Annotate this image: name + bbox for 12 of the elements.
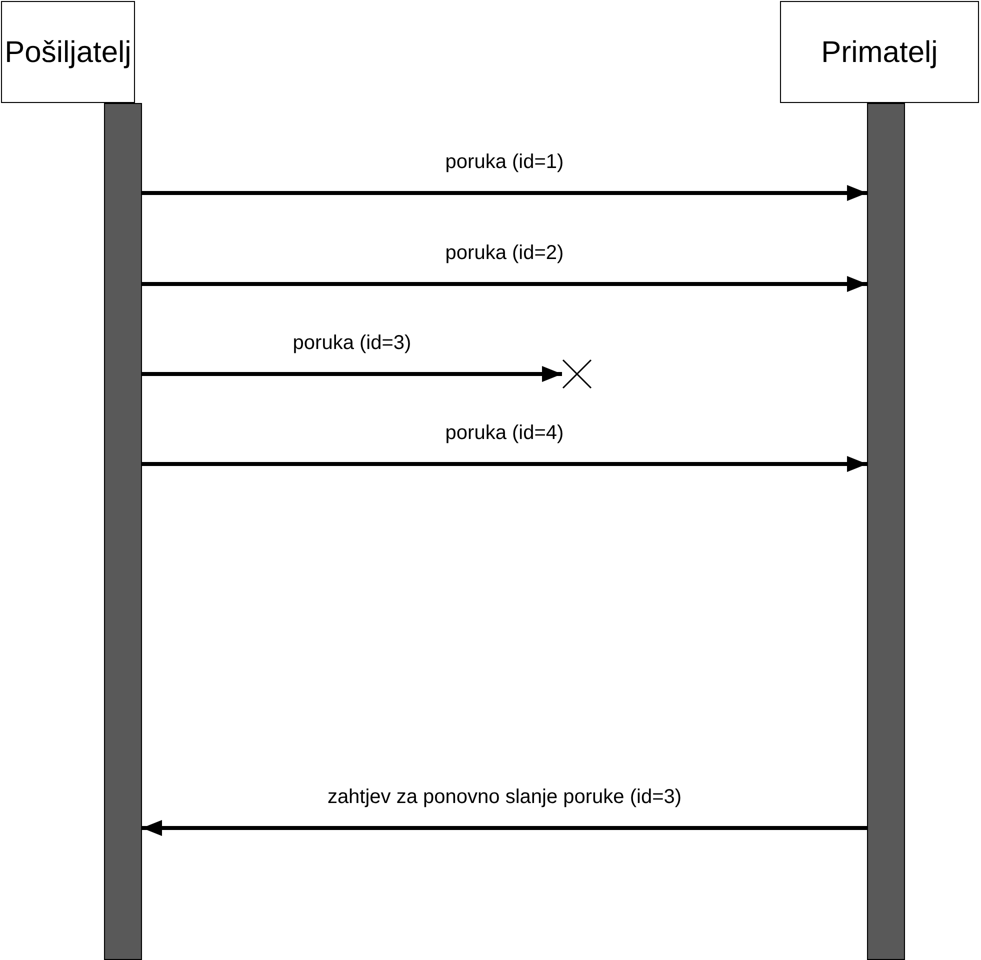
lifeline-bar (867, 103, 905, 960)
actor-name: Pošiljatelj (4, 34, 132, 70)
message-arrow (142, 456, 867, 472)
lost-message-cross (562, 359, 592, 389)
actor-box (780, 1, 979, 103)
actor-name: Primatelj (821, 34, 938, 70)
message-arrow (142, 366, 562, 382)
lifeline-bar (104, 103, 142, 960)
message-arrow (142, 820, 867, 836)
message-arrow (142, 276, 867, 292)
actor-box (1, 1, 135, 103)
message-arrow (142, 185, 867, 201)
